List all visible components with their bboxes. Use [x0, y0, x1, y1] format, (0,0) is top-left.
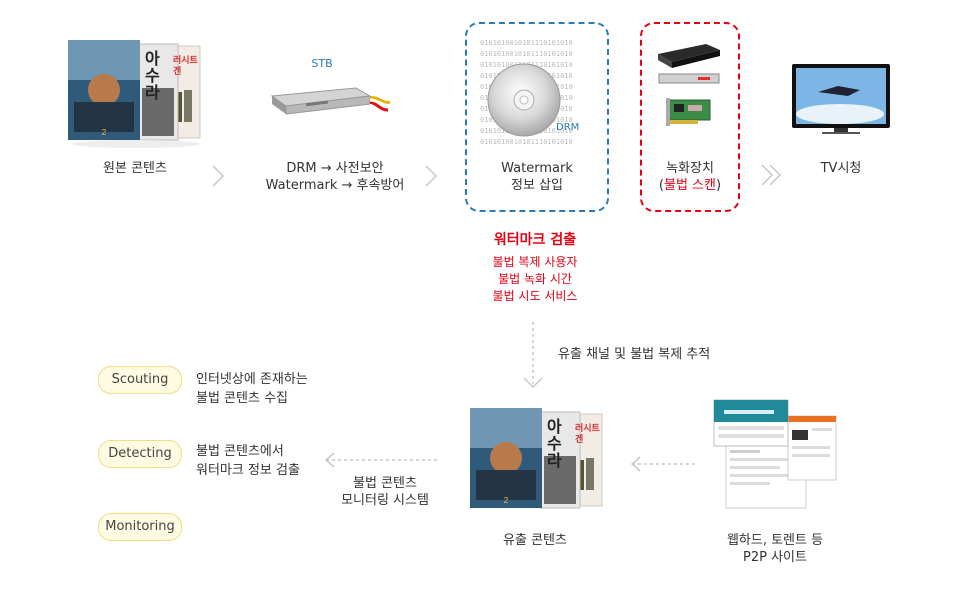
poster-left-title: 아수라	[145, 49, 160, 102]
trace-arrow-icon	[523, 322, 543, 389]
arrow-left-icon	[630, 456, 696, 472]
detection-item: 불법 녹화 시간	[498, 272, 572, 286]
drm-badge: DRM	[556, 122, 580, 133]
scouting-description: 인터넷상에 존재하는 불법 콘텐츠 수집	[196, 372, 308, 406]
detecting-description: 불법 콘텐츠에서 워터마크 정보 검출	[196, 444, 300, 478]
recorder-device-icon	[658, 44, 720, 68]
double-chevron-right-icon	[761, 164, 782, 186]
drm-line-1: DRM → 사전보안	[286, 161, 384, 176]
chevron-right-icon	[425, 165, 438, 187]
svg-text:2: 2	[102, 128, 107, 137]
watermark-line-1: Watermark	[501, 161, 573, 176]
drm-description: DRM → 사전보안 Watermark → 후속방어	[250, 160, 420, 194]
watermark-line-2: 정보 삽입	[511, 178, 563, 193]
watermark-insert-label: Watermark 정보 삽입	[465, 160, 609, 194]
detection-item: 불법 시도 서비스	[492, 289, 578, 303]
arrow-left-icon	[324, 452, 438, 468]
monitoring-pill: Monitoring	[98, 513, 182, 541]
recording-line-1: 녹화장치	[666, 161, 714, 176]
trace-label: 유출 채널 및 불법 복제 추적	[558, 347, 711, 362]
poster-right-title: 러시트 겐	[173, 56, 198, 77]
original-content-label: 원본 콘텐츠	[103, 161, 167, 176]
web-sites-icon	[713, 399, 837, 509]
detection-item: 불법 복제 사용자	[492, 255, 578, 269]
disc-icon	[487, 63, 561, 137]
drm-line-2: Watermark → 후속방어	[265, 178, 405, 193]
tv-watching-label: TV시청	[820, 161, 862, 176]
stb-device-icon	[270, 87, 393, 115]
capture-card-icon	[666, 98, 711, 126]
scouting-pill: Scouting	[98, 366, 182, 394]
stb-tag: STB	[311, 57, 333, 70]
illegal-scan-text: 불법 스캔	[664, 178, 716, 193]
p2p-sites-label: 웹하드, 토렌트 등 P2P 사이트	[726, 533, 824, 565]
chevron-right-icon	[212, 165, 225, 187]
poster-left-title: 아수라	[547, 417, 562, 470]
leaked-content-label: 유출 콘텐츠	[503, 533, 567, 548]
detecting-pill: Detecting	[98, 440, 182, 468]
monitoring-system-label: 불법 콘텐츠 모니터링 시스템	[341, 476, 429, 508]
tv-icon	[792, 64, 890, 134]
svg-text:2: 2	[504, 496, 509, 505]
recording-device-label: 녹화장치 (불법 스캔)	[640, 160, 740, 194]
detection-items: 불법 복제 사용자 불법 녹화 시간 불법 시도 서비스	[455, 254, 615, 305]
recording-line-2: (불법 스캔)	[658, 178, 722, 193]
poster-right-title: 러시트 겐	[575, 424, 600, 445]
recording-device-box	[640, 22, 740, 212]
leaked-content-posters: 2 아수라 러시트 겐	[470, 408, 606, 518]
watermark-detection-title: 워터마크 검출	[493, 232, 577, 248]
capture-device-icon	[658, 73, 720, 84]
watermark-insert-box	[465, 22, 609, 212]
original-content-posters: 2 아수라 러시트 겐	[68, 40, 204, 150]
